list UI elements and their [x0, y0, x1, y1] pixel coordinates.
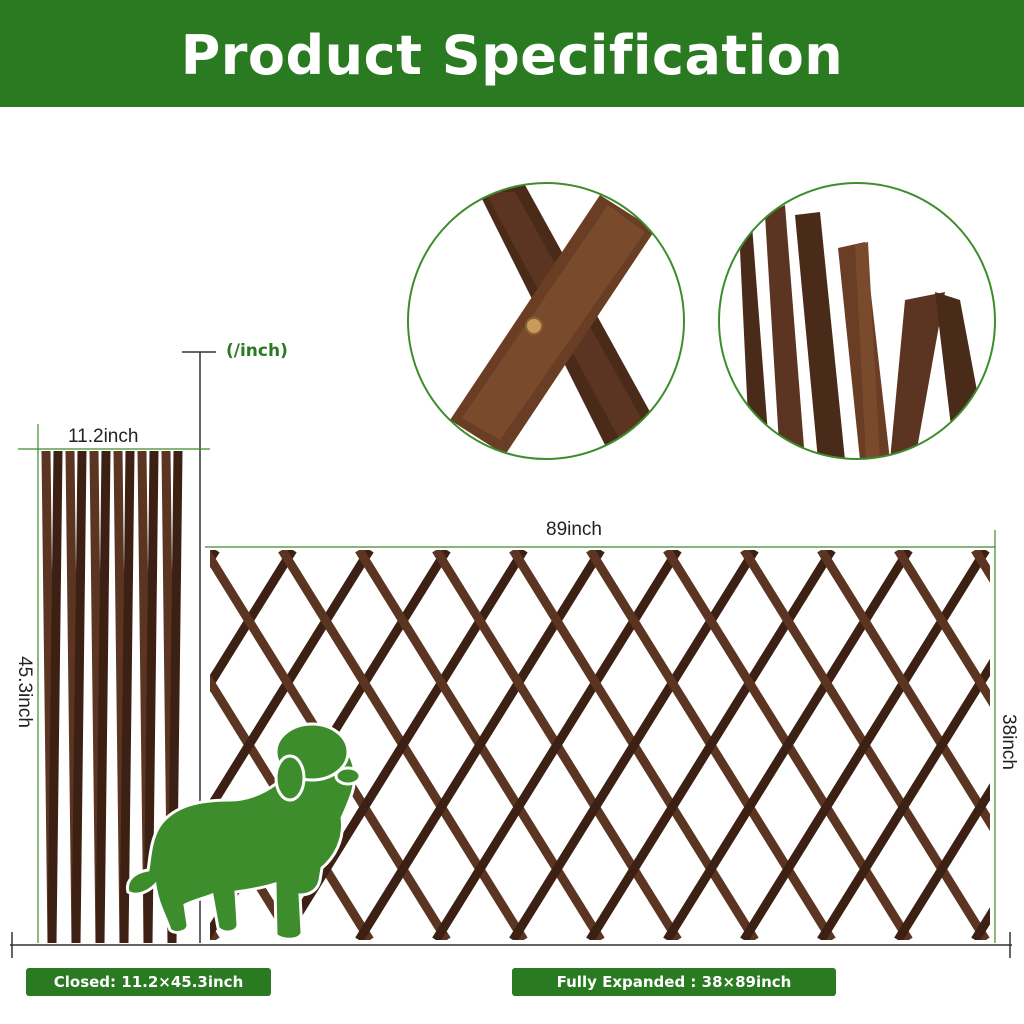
zoom-circle-joint — [407, 182, 685, 460]
expanded-size-badge: Fully Expanded : 38×89inch — [512, 968, 836, 996]
closed-size-badge: Closed: 11.2×45.3inch — [26, 968, 271, 996]
unit-label: (/inch) — [226, 341, 288, 361]
page-title: Product Specification — [180, 24, 844, 87]
expanded-width-label: 89inch — [546, 519, 602, 540]
zoom-circle-folded — [718, 182, 996, 460]
closed-height-label: 45.3inch — [14, 656, 35, 728]
header-banner — [0, 0, 1024, 107]
expanded-height-label: 38inch — [998, 714, 1019, 770]
poodle-silhouette-icon — [125, 722, 362, 941]
closed-width-label: 11.2inch — [68, 426, 139, 447]
